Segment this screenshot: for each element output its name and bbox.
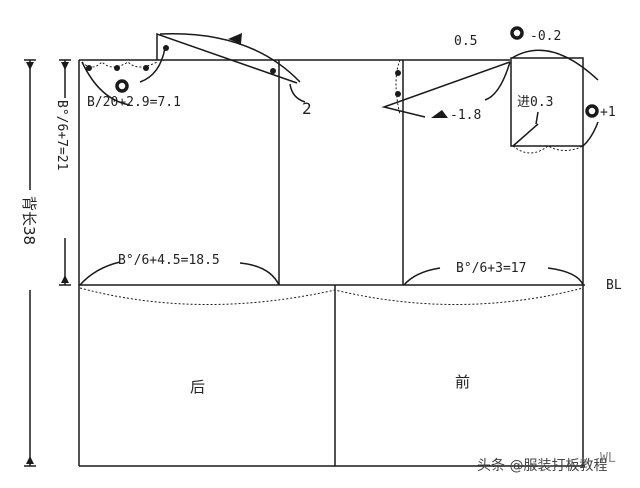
front-armhole-arc-left <box>403 267 441 286</box>
front-neck-arc2 <box>582 121 599 147</box>
back-armhole-arc-right <box>239 262 280 286</box>
shoulder-2-leader <box>289 83 306 103</box>
dart-leader <box>535 111 539 125</box>
triangle-mark <box>228 33 242 44</box>
label-front-neck-depth: -0.2 <box>530 29 561 44</box>
front-neck-arc <box>511 49 599 81</box>
label-back-neck-width: B/20+2.9=7.1 <box>87 95 181 110</box>
back-shoulder-arc <box>159 32 301 83</box>
label-waist-line: WL <box>600 451 616 466</box>
front-shoulder-arc <box>484 61 511 101</box>
label-front-dart: 进0.3 <box>517 95 553 110</box>
back-neck-arc <box>81 61 131 106</box>
label-front-neck-offset: 0.5 <box>454 34 477 49</box>
label-front-shoulder: -1.8 <box>450 108 481 123</box>
front-shoulder <box>381 61 511 118</box>
circle-mark <box>585 104 599 118</box>
circle-mark <box>115 79 129 93</box>
back-armhole-arc-left <box>79 261 121 286</box>
back-shoulder <box>156 32 298 84</box>
label-back-shoulder-slope: 2 <box>302 99 312 118</box>
front-armhole-arc-right <box>547 267 584 286</box>
label-armhole-depth: B°/6+7=21 <box>54 100 69 170</box>
label-bust-line: BL <box>606 278 622 293</box>
watermark: 头条 @服装打板教程 <box>477 457 607 474</box>
back-neck-arc2 <box>139 47 166 83</box>
label-back-width: B°/6+4.5=18.5 <box>118 253 220 268</box>
label-back-panel: 后 <box>190 378 205 396</box>
label-front-neck-width: +1 <box>600 105 616 120</box>
label-front-width: B°/6+3=17 <box>456 261 526 276</box>
label-back-length: 背长38 <box>20 196 38 245</box>
triangle-mark <box>431 110 448 118</box>
front-dart <box>512 123 539 147</box>
circle-mark <box>510 26 524 40</box>
front-neck-box <box>510 57 584 147</box>
label-front-panel: 前 <box>455 373 470 391</box>
